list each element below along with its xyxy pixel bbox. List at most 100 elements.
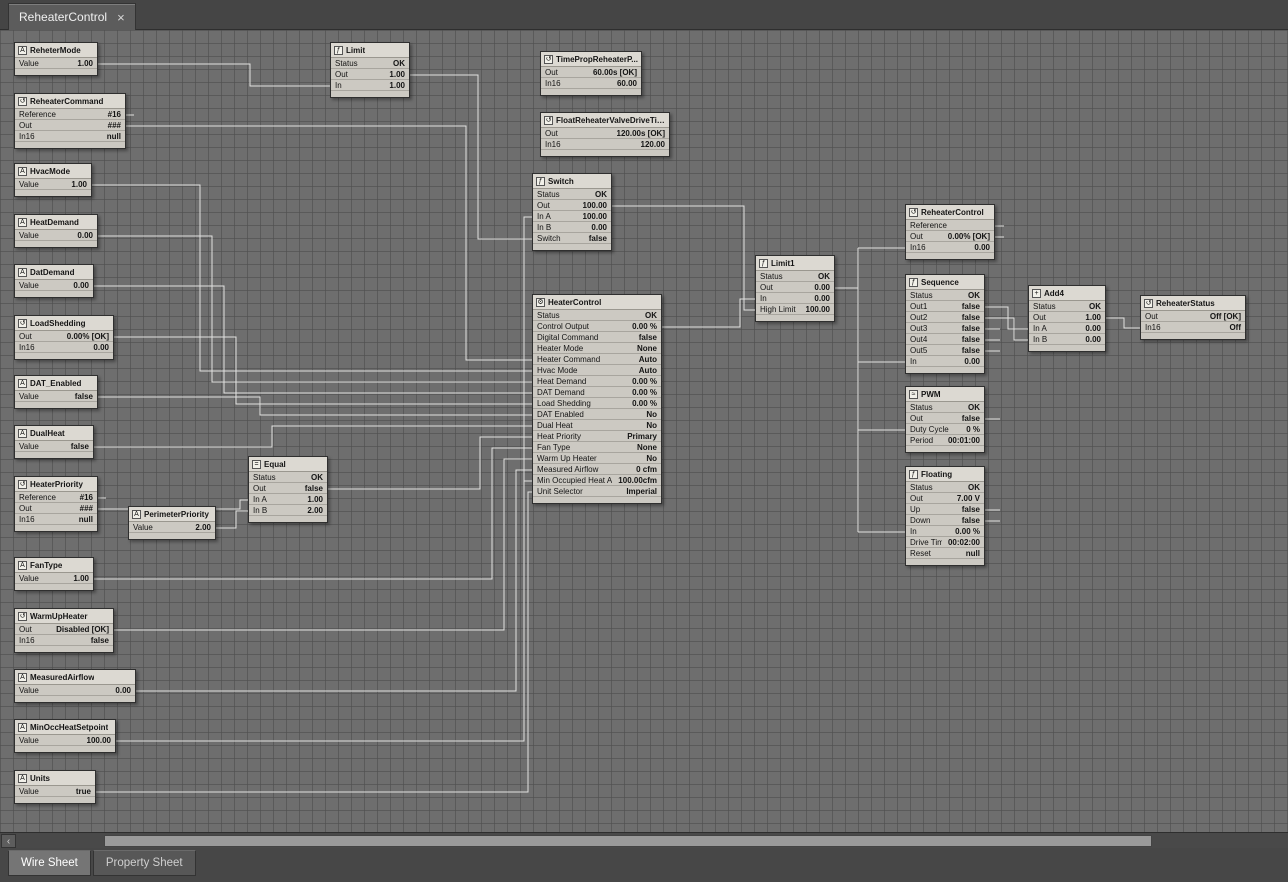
block-title-bar[interactable]: +Add4: [1029, 286, 1105, 301]
block-title: Add4: [1044, 288, 1064, 298]
row-value: false: [304, 483, 323, 493]
wire: [612, 205, 755, 311]
block-title-bar[interactable]: ↺WarmUpHeater: [15, 609, 113, 624]
row-value: No: [646, 453, 657, 463]
horizontal-scrollbar[interactable]: ‹: [0, 832, 1288, 848]
block-title-bar[interactable]: ⚙HeaterControl: [533, 295, 661, 310]
scrollbar-thumb[interactable]: [104, 835, 1152, 847]
block-title-bar[interactable]: =Equal: [249, 457, 327, 472]
row-value: OK: [595, 189, 607, 199]
row-value: false: [74, 391, 93, 401]
row-value: 0 %: [966, 424, 980, 434]
top-tab-bar: ReheaterControl ×: [0, 0, 1288, 30]
block-footer: [15, 291, 93, 297]
row-label: Up: [910, 504, 921, 514]
block-title: Units: [30, 773, 50, 783]
close-icon[interactable]: ×: [117, 9, 125, 25]
numeric-point-icon: A: [18, 217, 27, 227]
heater-control-icon: ⚙: [536, 297, 545, 307]
row-value: 1.00: [77, 58, 93, 68]
bottom-tab-property-sheet[interactable]: Property Sheet: [92, 850, 196, 876]
block-title-bar[interactable]: ↺HeaterPriority: [15, 477, 97, 492]
switch-icon: ƒ: [536, 176, 545, 186]
block-title-bar[interactable]: ≈PWM: [906, 387, 984, 402]
block-title-bar[interactable]: ↺ReheaterControl: [906, 205, 994, 220]
scroll-left-arrow-icon[interactable]: ‹: [1, 834, 16, 848]
bottom-tab-wire-sheet[interactable]: Wire Sheet: [8, 850, 91, 876]
row-label: Control Output: [537, 321, 590, 331]
floating-icon: ƒ: [909, 469, 918, 479]
boolean-point-icon: A: [18, 378, 27, 388]
block-title-bar[interactable]: ↺TimePropReheaterP...: [541, 52, 641, 67]
block-footer: [906, 367, 984, 373]
boolean-point-icon: A: [18, 428, 27, 438]
row-value: 0.00% [OK]: [947, 231, 990, 241]
row-value: 100.00: [582, 211, 607, 221]
row-label: Warm Up Heater: [537, 453, 597, 463]
block-title-bar[interactable]: ↺ReheaterStatus: [1141, 296, 1245, 311]
block-footer: [1029, 345, 1105, 351]
block-title-bar[interactable]: ↺ReheaterCommand: [15, 94, 125, 109]
block-title: DAT_Enabled: [30, 378, 82, 388]
block-title: FanType: [30, 560, 63, 570]
row-value: #16: [107, 109, 121, 119]
command-point-icon: ↺: [18, 611, 27, 621]
tab-reheatercontrol[interactable]: ReheaterControl ×: [8, 3, 136, 30]
block-title-bar[interactable]: ↺LoadShedding: [15, 316, 113, 331]
row-value: No: [646, 420, 657, 430]
row-label: In A: [253, 494, 267, 504]
block-title-bar[interactable]: ↺FloatReheaterValveDriveTime: [541, 113, 669, 128]
